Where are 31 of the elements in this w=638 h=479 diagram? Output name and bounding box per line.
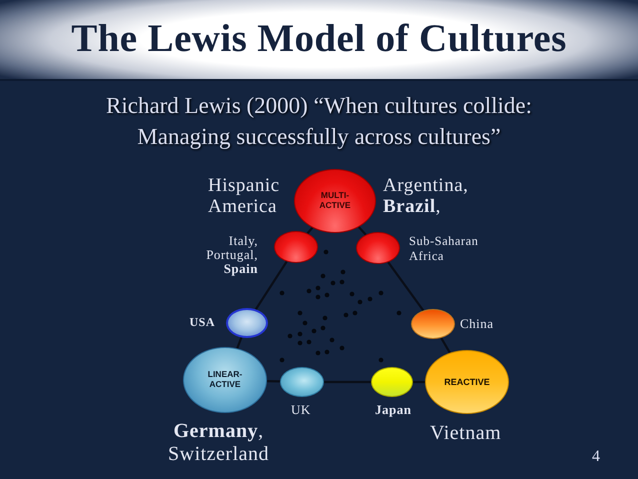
connector-line: [236, 337, 242, 349]
connector-line: [440, 337, 451, 354]
country-circle: [274, 231, 318, 263]
connector-line: [324, 380, 371, 384]
connector-line: [254, 260, 288, 310]
country-label: USA: [189, 315, 215, 330]
region-label: Sub-Saharan Africa: [409, 234, 480, 264]
country-label: UK: [291, 402, 311, 417]
region-label: Hispanic America: [208, 175, 280, 217]
country-circle: [226, 308, 268, 338]
country-label: Vietnam: [430, 422, 502, 445]
country-circle: [371, 367, 413, 397]
category-label: LINEAR- ACTIVE: [208, 370, 242, 390]
connector-line: [387, 262, 424, 312]
country-circle: [280, 367, 324, 397]
country-label: China: [460, 316, 494, 331]
connector-line: [358, 226, 367, 236]
category-label: MULTI- ACTIVE: [319, 191, 351, 211]
category-label: REACTIVE: [444, 376, 490, 388]
slide-title: The Lewis Model of Cultures: [71, 17, 567, 61]
citation-text: Richard Lewis (2000) “When cultures collide: Managing successfully across cultures”: [105, 92, 533, 151]
connector-line: [266, 380, 280, 382]
connector-line: [413, 380, 425, 384]
country-label: Germany, Switzerland: [168, 420, 270, 466]
connector-line: [306, 226, 314, 234]
country-circle: [356, 232, 400, 264]
page-number: 4: [592, 448, 600, 466]
country-label: Italy, Portugal, Spain: [206, 234, 258, 276]
country-circle: [411, 309, 455, 339]
country-label: Japan: [375, 402, 412, 417]
country-label: Argentina, Brazil,: [383, 175, 468, 217]
